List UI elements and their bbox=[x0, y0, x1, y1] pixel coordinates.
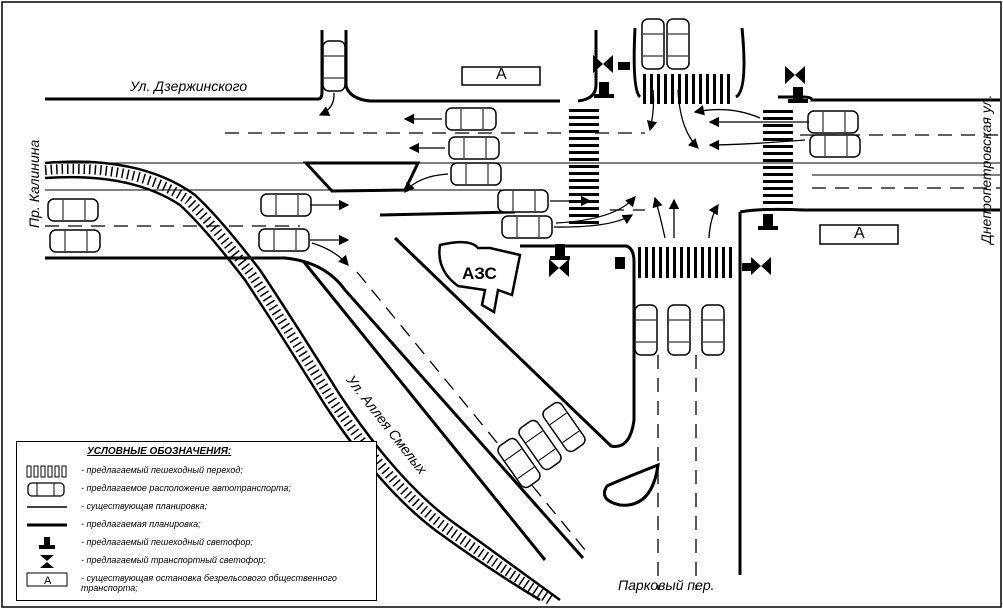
bus-stop-icon: A bbox=[26, 572, 68, 587]
car bbox=[666, 18, 690, 70]
legend-item: - предлагаемая планировка; bbox=[17, 518, 376, 535]
legend-item: - предлагаемое расположение автотранспор… bbox=[17, 482, 376, 499]
pedestrian-light-icon bbox=[39, 537, 55, 549]
crosswalk-west bbox=[569, 109, 599, 224]
street-label-dnepropetrovskaya: Днепропетровская ул. bbox=[978, 94, 994, 244]
svg-text:A: A bbox=[44, 575, 52, 587]
legend-title: УСЛОВНЫЕ ОБОЗНАЧЕНИЯ: bbox=[87, 446, 232, 457]
thick-line-icon bbox=[27, 523, 67, 527]
legend-item: - предлагаемый пешеходный светофор; bbox=[17, 536, 376, 553]
legend: УСЛОВНЫЕ ОБОЗНАЧЕНИЯ: - предлагаемый пеш… bbox=[16, 441, 377, 601]
car bbox=[501, 215, 553, 239]
car bbox=[701, 304, 725, 356]
street-label-dzerzhinskogo: Ул. Дзержинского bbox=[130, 78, 248, 94]
car bbox=[47, 198, 99, 222]
legend-item-text-cont: транспорта; bbox=[81, 583, 138, 593]
car bbox=[445, 107, 497, 131]
car bbox=[448, 136, 500, 160]
car bbox=[667, 304, 691, 356]
crosswalk-south bbox=[638, 247, 732, 278]
legend-item: - предлагаемый транспортный светофор; bbox=[17, 554, 376, 571]
car bbox=[634, 304, 658, 356]
traffic-light-icon bbox=[40, 555, 54, 568]
legend-item-text: - предлагаемый пешеходный переход; bbox=[81, 465, 243, 475]
legend-item-text: - существующая планировка; bbox=[81, 501, 208, 511]
bus-stops bbox=[461, 66, 899, 245]
car bbox=[809, 134, 861, 158]
legend-item: - существующая планировка; bbox=[17, 500, 376, 517]
car bbox=[450, 162, 502, 186]
legend-item-text: - предлагаемый пешеходный светофор; bbox=[81, 537, 253, 547]
lane-dividers bbox=[45, 132, 1000, 590]
car bbox=[258, 228, 310, 252]
street-label-kalinina: Пр. Калинина bbox=[26, 139, 42, 228]
bus-stop-label-east: А bbox=[854, 225, 865, 242]
car bbox=[641, 18, 665, 70]
railway bbox=[44, 160, 561, 605]
legend-item: A - существующая остановка безрельсового… bbox=[17, 572, 376, 593]
legend-item-text: - существующая остановка безрельсового о… bbox=[81, 573, 337, 583]
crosswalk-icon bbox=[26, 465, 67, 478]
legend-item-text: - предлагаемый транспортный светофор; bbox=[81, 555, 266, 565]
car-icon bbox=[27, 482, 65, 497]
thin-line-icon bbox=[27, 506, 67, 508]
existing-lines bbox=[45, 162, 1000, 191]
crosswalk-north bbox=[643, 74, 730, 104]
traffic-lights bbox=[549, 55, 808, 277]
legend-item-text: - предлагаемое расположение автотранспор… bbox=[81, 483, 291, 493]
legend-item-text: - предлагаемая планировка; bbox=[81, 519, 201, 529]
bus-stop-label-north: А bbox=[496, 66, 507, 83]
gas-station-label: АЗС bbox=[462, 264, 497, 283]
street-label-parkovy: Парковый пер. bbox=[618, 577, 715, 593]
crosswalk-east bbox=[763, 110, 793, 204]
car bbox=[260, 193, 312, 217]
car bbox=[497, 189, 549, 213]
gas-station bbox=[438, 240, 522, 314]
car bbox=[49, 229, 101, 253]
car bbox=[807, 110, 859, 134]
traffic-arrows bbox=[310, 89, 809, 266]
legend-item: - предлагаемый пешеходный переход; bbox=[17, 464, 376, 481]
road-edges bbox=[45, 27, 1000, 575]
car bbox=[322, 40, 346, 92]
